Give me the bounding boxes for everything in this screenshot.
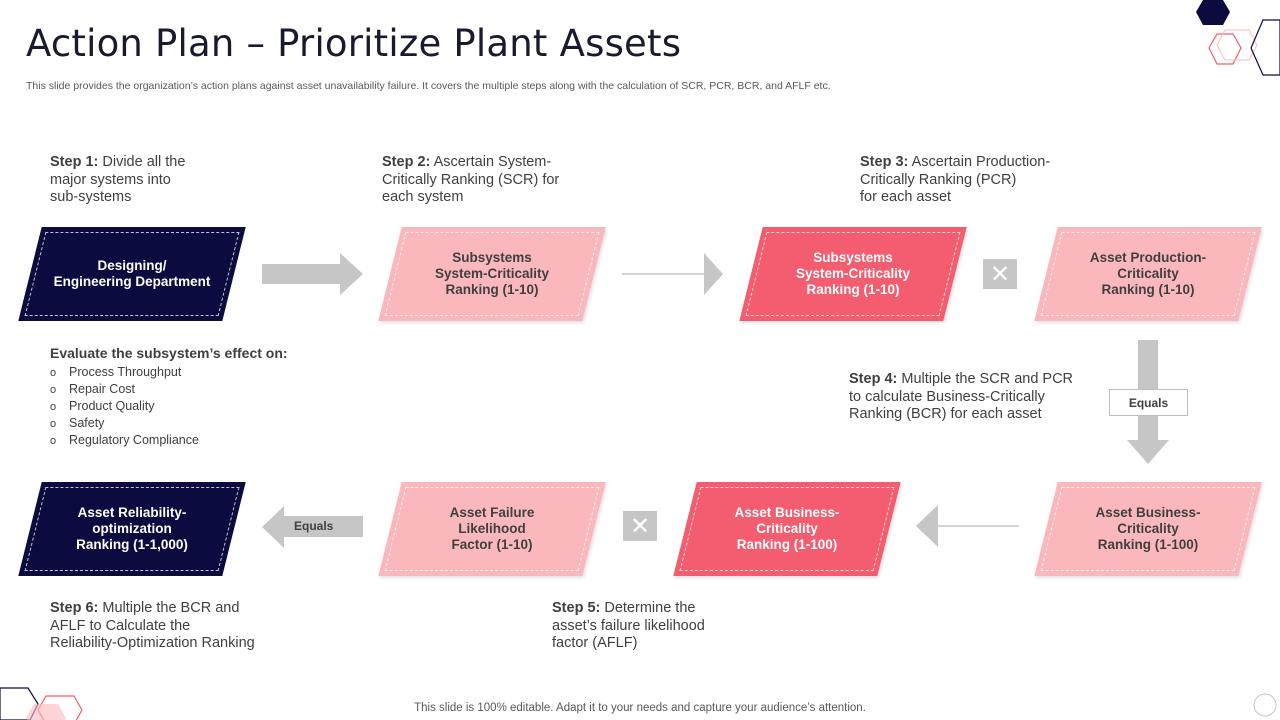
multiply-icon: ✕ — [983, 259, 1017, 289]
aflf-box: Asset Failure Likelihood Factor (1-10) — [378, 482, 606, 576]
equals-down-label: Equals — [1128, 395, 1169, 410]
asset-bcr-box: Asset Business- Criticality Ranking (1-1… — [1034, 482, 1262, 576]
multiply-icon: ✕ — [623, 511, 657, 541]
list-item: Process Throughput — [50, 364, 199, 381]
step-1-text: Step 1: Divide all the major systems int… — [50, 154, 186, 205]
list-item: Repair Cost — [50, 381, 199, 398]
evaluate-list: Process Throughput Repair Cost Product Q… — [50, 364, 199, 449]
bottom-right-circle — [1253, 693, 1277, 717]
thin-arrow-right-icon — [622, 253, 723, 295]
reliability-ranking-box: Asset Reliability- optimization Ranking … — [18, 482, 246, 576]
step-2-text: Step 2: Ascertain System- Critically Ran… — [382, 154, 560, 205]
designing-department-box: Designing/ Engineering Department — [18, 227, 246, 321]
evaluate-title: Evaluate the subsystem’s effect on: — [50, 345, 288, 361]
page-title: Action Plan – Prioritize Plant Assets — [26, 22, 682, 65]
list-item: Safety — [50, 415, 199, 432]
step-5-text: Step 5: Determine the asset’s failure li… — [552, 600, 705, 651]
step-4-text: Step 4: Multiple the SCR and PCR to calc… — [849, 371, 1074, 422]
step-3-text: Step 3: Ascertain Production- Critically… — [860, 154, 1051, 205]
list-item: Product Quality — [50, 398, 199, 415]
subsystem-scr-box: Subsystems System-Criticality Ranking (1… — [378, 227, 606, 321]
subsystem-scr-highlight-box: Subsystems System-Criticality Ranking (1… — [739, 227, 967, 321]
top-right-decoration — [1196, 0, 1280, 76]
step-6-text: Step 6: Multiple the BCR and AFLF to Cal… — [50, 600, 255, 651]
thin-arrow-left-icon — [916, 505, 1019, 547]
equals-left-label: Equals — [294, 519, 334, 533]
asset-bcr-highlight-box: Asset Business- Criticality Ranking (1-1… — [673, 482, 901, 576]
list-item: Regulatory Compliance — [50, 432, 199, 449]
thick-arrow-left-icon — [262, 506, 363, 548]
footer-note: This slide is 100% editable. Adapt it to… — [414, 702, 866, 714]
page-subtitle: This slide provides the organization’s a… — [26, 80, 831, 92]
asset-pcr-box: Asset Production- Criticality Ranking (1… — [1034, 227, 1262, 321]
bottom-left-decoration — [0, 687, 83, 720]
equals-down-label-box: Equals — [1109, 389, 1188, 416]
thick-arrow-right-icon — [262, 253, 363, 295]
